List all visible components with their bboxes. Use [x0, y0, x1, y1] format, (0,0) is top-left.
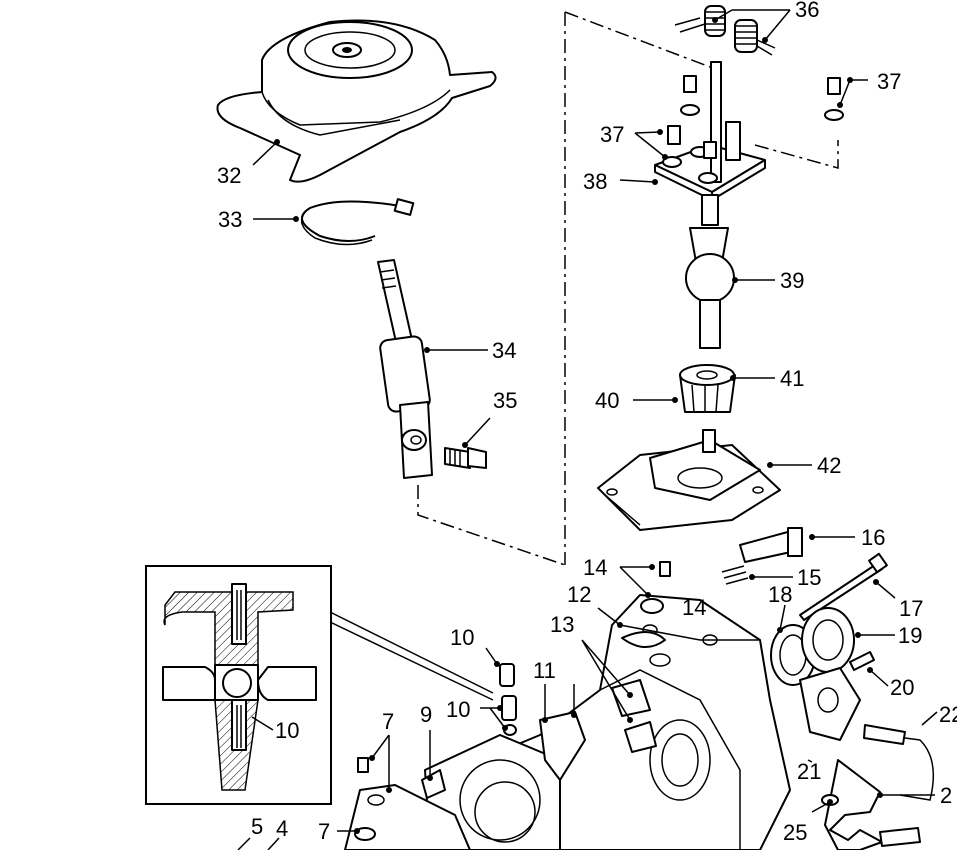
part-37-bolts-washers	[667, 75, 844, 159]
callout-10-mid: 10	[446, 697, 470, 722]
callout-39: 39	[780, 268, 804, 293]
callout-19: 19	[898, 623, 922, 648]
callout-labels: 32 33 34 35 36 37 37 38 39 40 41 42 16 1…	[217, 0, 957, 845]
callout-22: 22	[939, 702, 957, 727]
callout-25: 25	[783, 820, 807, 845]
callout-37-left: 37	[600, 122, 624, 147]
callout-7-bottom: 7	[318, 819, 330, 844]
part-36-springs	[674, 5, 776, 56]
callout-12: 12	[567, 582, 591, 607]
part-23-linkage	[824, 759, 883, 850]
callout-15: 15	[797, 565, 821, 590]
callout-32: 32	[217, 163, 241, 188]
callout-38: 38	[583, 169, 607, 194]
callout-33: 33	[218, 207, 242, 232]
assembly-guide-lines	[417, 11, 839, 566]
part-40-41-bush	[679, 364, 736, 413]
callout-10-top: 10	[450, 625, 474, 650]
part-15-spring	[721, 565, 749, 585]
callout-41: 41	[780, 366, 804, 391]
callout-21: 21	[797, 759, 821, 784]
callout-14-top: 14	[583, 555, 607, 580]
part-16-sensor	[739, 527, 803, 563]
callout-11: 11	[533, 658, 556, 683]
part-20-bolt	[849, 651, 875, 671]
part-bottom-bolt	[879, 827, 921, 847]
part-42-housing-cover	[597, 429, 781, 531]
callout-34: 34	[492, 338, 516, 363]
callout-13: 13	[550, 612, 574, 637]
part-17-long-bolt	[799, 552, 888, 621]
callout-dots	[274, 17, 883, 834]
part-22-sensor	[863, 724, 935, 801]
callout-40: 40	[595, 388, 619, 413]
callout-4: 4	[276, 816, 288, 841]
callout-35: 35	[493, 388, 517, 413]
callout-7-top: 7	[382, 709, 394, 734]
callout-20: 20	[890, 675, 914, 700]
leader-lines	[237, 9, 938, 850]
callout-10-inset: 10	[275, 718, 299, 743]
detail-inset	[145, 565, 494, 805]
part-12-14-cover-bolts	[621, 561, 671, 648]
callout-16: 16	[861, 525, 885, 550]
callout-36: 36	[795, 0, 819, 22]
callout-9: 9	[420, 702, 432, 727]
part-39-selector-shaft	[685, 194, 735, 349]
callout-18: 18	[768, 582, 792, 607]
callout-42: 42	[817, 453, 841, 478]
callout-14-mid: 14	[682, 595, 706, 620]
part-34-gear-lever	[377, 259, 433, 479]
part-35-bolt	[444, 447, 487, 469]
part-21-bracket	[799, 667, 861, 741]
callout-37-right: 37	[877, 69, 901, 94]
callout-5: 5	[251, 814, 263, 839]
callout-17: 17	[899, 596, 923, 621]
callout-23: 2	[940, 783, 952, 808]
part-33-circlip	[300, 198, 415, 246]
part-19-seal	[801, 607, 855, 673]
part-11-plate	[539, 711, 586, 781]
part-32-gaiter-boot	[216, 19, 497, 183]
